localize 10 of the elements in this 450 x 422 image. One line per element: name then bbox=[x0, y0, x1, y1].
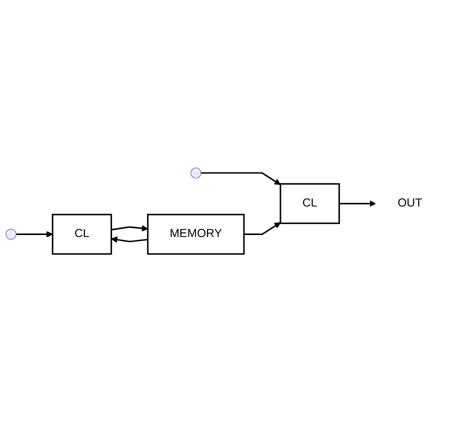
node-text: OUT bbox=[398, 197, 422, 210]
arrow bbox=[244, 222, 281, 236]
arrow bbox=[111, 225, 148, 232]
node-box bbox=[52, 214, 112, 255]
arrow bbox=[201, 172, 281, 186]
node-box bbox=[280, 183, 340, 224]
arrow bbox=[339, 200, 376, 207]
arrow bbox=[111, 236, 148, 243]
node-box bbox=[147, 214, 245, 255]
arrow bbox=[16, 231, 53, 238]
